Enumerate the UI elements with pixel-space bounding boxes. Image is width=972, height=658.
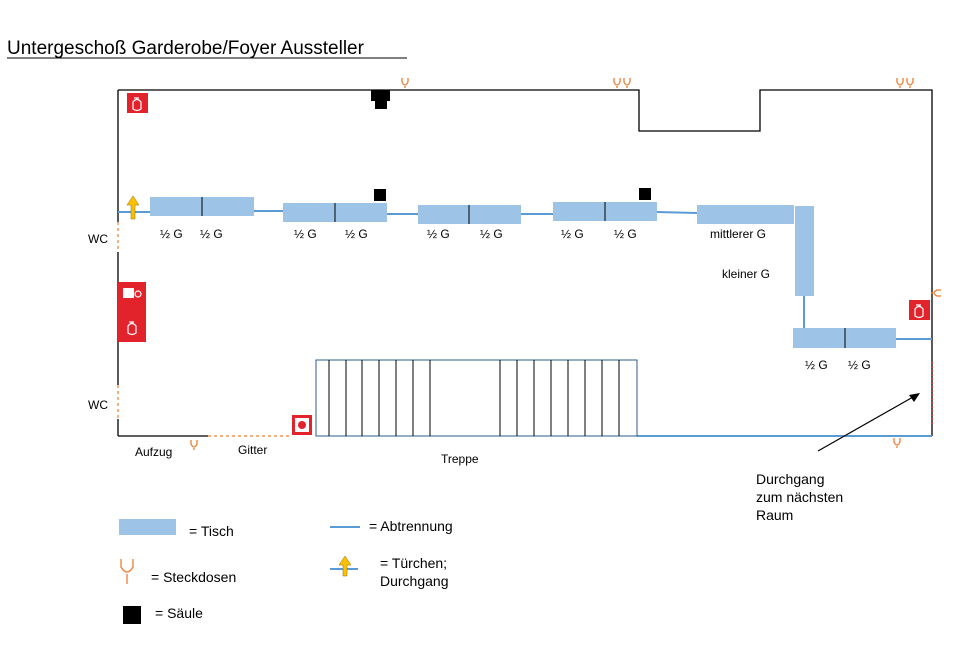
label-wc-bottom: WC (88, 398, 108, 412)
legend-table-swatch (119, 519, 176, 535)
legend-tuerchen-2: Durchgang (380, 573, 449, 589)
page-title: Untergeschoß Garderobe/Foyer Aussteller (7, 38, 365, 59)
socket-icon (906, 78, 914, 88)
wall-top (118, 89, 933, 425)
table-group (150, 197, 896, 348)
table-label: ½ G (805, 358, 828, 372)
label-durchgang-2: zum nächsten (756, 489, 843, 505)
table-label: ½ G (160, 227, 183, 241)
socket-icon (896, 78, 904, 88)
table-label: ½ G (561, 227, 584, 241)
socket-icon (623, 78, 631, 88)
label-gitter: Gitter (238, 443, 267, 457)
socket-icon (931, 289, 941, 297)
table-kleiner (795, 206, 814, 296)
fire-extinguisher-icon (118, 312, 146, 342)
column-icon (371, 90, 390, 101)
separator-segment (656, 211, 698, 214)
legend-tuerchen-1: = Türchen; (380, 555, 447, 571)
socket-icon (401, 78, 409, 88)
table-label: ½ G (294, 227, 317, 241)
door-arrow-icon (126, 195, 140, 220)
table-label: ½ G (427, 227, 450, 241)
door-arrow-icon (338, 555, 352, 577)
legend-saeule: = Säule (155, 605, 203, 621)
label-treppe: Treppe (441, 452, 479, 466)
table-label: ½ G (848, 358, 871, 372)
column-icon (639, 188, 651, 200)
column-icon (123, 606, 141, 624)
table-label-mittlerer: mittlerer G (710, 227, 766, 241)
label-aufzug: Aufzug (135, 445, 172, 459)
legend-tisch: = Tisch (189, 523, 234, 539)
socket-icon (893, 438, 901, 448)
fire-alarm-icon (292, 415, 312, 435)
table-label: ½ G (480, 227, 503, 241)
label-durchgang-1: Durchgang (756, 471, 825, 487)
column-icon (375, 100, 387, 109)
table-label: ½ G (200, 227, 223, 241)
table-label-kleiner: kleiner G (722, 267, 770, 281)
fire-extinguisher-icon (127, 93, 148, 113)
table-label: ½ G (345, 227, 368, 241)
legend-steckdosen: = Steckdosen (151, 569, 236, 585)
socket-icon (190, 440, 198, 450)
durchgang-arrow-head (909, 393, 920, 402)
staircase (315, 359, 638, 437)
table-label: ½ G (614, 227, 637, 241)
label-durchgang-3: Raum (756, 507, 793, 523)
label-wc-top: WC (88, 232, 108, 246)
fire-extinguisher-icon (909, 300, 930, 320)
legend-abtrennung: = Abtrennung (369, 518, 453, 534)
socket-icon (120, 559, 134, 584)
fire-hose-icon (118, 282, 146, 312)
column-icon (374, 189, 386, 201)
socket-icon (613, 78, 621, 88)
table-mittlerer (697, 205, 794, 224)
durchgang-arrow-line (817, 396, 914, 452)
legend: = Tisch = Abtrennung = Steckdosen = Türc… (119, 518, 453, 624)
